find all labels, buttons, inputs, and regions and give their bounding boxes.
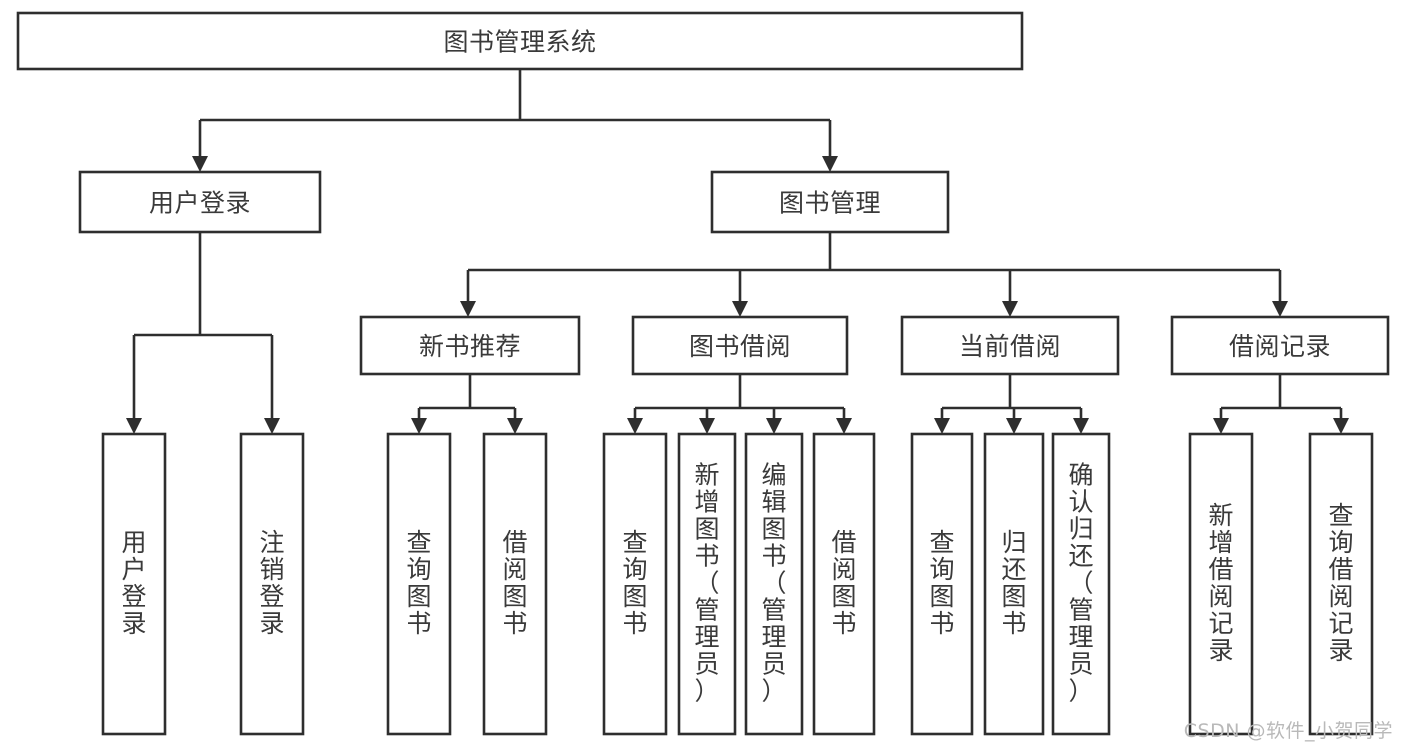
node-box[interactable] xyxy=(1170,315,1390,376)
node-box[interactable] xyxy=(602,432,668,736)
node-level3-图书借阅-1[interactable]: 图书借阅 xyxy=(631,315,849,376)
node-label: 借阅记录 xyxy=(1229,332,1331,361)
node-label: 新书推荐 xyxy=(419,332,521,361)
node-box[interactable] xyxy=(101,432,167,736)
node-label: 新增图书（管理员） xyxy=(694,461,719,706)
node-leaf-查询图书-4[interactable]: 查询图书 xyxy=(602,432,668,736)
connector-level3-group-1 xyxy=(627,374,852,434)
node-box[interactable] xyxy=(482,432,548,736)
node-box[interactable] xyxy=(910,432,974,736)
node-level3-新书推荐-0[interactable]: 新书推荐 xyxy=(359,315,581,376)
node-box[interactable] xyxy=(386,432,452,736)
node-leaf-查询借阅记录-12[interactable]: 查询借阅记录 xyxy=(1308,432,1374,736)
arrow-head-icon xyxy=(934,418,950,434)
node-box[interactable] xyxy=(359,315,581,376)
arrow-head-icon xyxy=(1073,418,1089,434)
node-label: 归还图书 xyxy=(1001,528,1026,638)
arrow-head-icon xyxy=(460,301,476,317)
node-label: 用户登录 xyxy=(121,528,146,638)
node-layer: 图书管理系统用户登录图书管理新书推荐图书借阅当前借阅借阅记录用户登录注销登录查询… xyxy=(16,11,1390,736)
arrow-head-icon xyxy=(822,156,838,172)
node-label: 图书管理系统 xyxy=(443,28,596,57)
node-box[interactable] xyxy=(1188,432,1254,736)
node-level3-借阅记录-3[interactable]: 借阅记录 xyxy=(1170,315,1390,376)
node-level2-图书管理-1[interactable]: 图书管理 xyxy=(710,170,950,234)
arrow-head-icon xyxy=(732,301,748,317)
arrow-head-icon xyxy=(1002,301,1018,317)
arrow-head-icon xyxy=(766,418,782,434)
node-level3-当前借阅-2[interactable]: 当前借阅 xyxy=(900,315,1120,376)
csdn-watermark: CSDN @软件_小贺同学 xyxy=(1183,720,1393,742)
node-leaf-注销登录-1[interactable]: 注销登录 xyxy=(239,432,305,736)
arrow-head-icon xyxy=(1333,418,1349,434)
arrow-head-icon xyxy=(627,418,643,434)
node-leaf-新增借阅记录-11[interactable]: 新增借阅记录 xyxy=(1188,432,1254,736)
node-label: 新增借阅记录 xyxy=(1208,501,1233,665)
arrow-head-icon xyxy=(264,418,280,434)
node-box[interactable] xyxy=(744,432,804,736)
node-box[interactable] xyxy=(812,432,876,736)
node-level2-用户登录-0[interactable]: 用户登录 xyxy=(78,170,322,234)
node-leaf-归还图书-9[interactable]: 归还图书 xyxy=(983,432,1045,736)
node-label: 图书借阅 xyxy=(689,332,791,361)
node-leaf-查询图书-2[interactable]: 查询图书 xyxy=(386,432,452,736)
node-leaf-查询图书-8[interactable]: 查询图书 xyxy=(910,432,974,736)
connector-level3-group-3 xyxy=(1213,374,1349,434)
connector-root-to-level2 xyxy=(192,69,838,172)
connector-book-mgmt-to-level3 xyxy=(460,232,1288,317)
node-label: 查询图书 xyxy=(406,528,431,638)
arrow-head-icon xyxy=(1272,301,1288,317)
node-box[interactable] xyxy=(16,11,1024,71)
node-box[interactable] xyxy=(710,170,950,234)
node-box[interactable] xyxy=(900,315,1120,376)
node-box[interactable] xyxy=(1051,432,1111,736)
arrow-head-icon xyxy=(507,418,523,434)
node-label: 借阅图书 xyxy=(502,528,527,638)
node-leaf-编辑图书-管理员-6[interactable]: 编辑图书（管理员） xyxy=(744,432,804,736)
node-label: 查询图书 xyxy=(929,528,954,638)
node-label: 确认归还（管理员） xyxy=(1068,461,1093,706)
arrow-head-icon xyxy=(126,418,142,434)
node-box[interactable] xyxy=(631,315,849,376)
node-box[interactable] xyxy=(983,432,1045,736)
node-leaf-借阅图书-7[interactable]: 借阅图书 xyxy=(812,432,876,736)
arrow-head-icon xyxy=(1213,418,1229,434)
node-label: 借阅图书 xyxy=(831,528,856,638)
node-label: 当前借阅 xyxy=(959,332,1061,361)
node-label: 查询图书 xyxy=(622,528,647,638)
node-label: 查询借阅记录 xyxy=(1328,501,1353,665)
node-leaf-新增图书-管理员-5[interactable]: 新增图书（管理员） xyxy=(677,432,737,736)
connector-layer xyxy=(126,69,1349,434)
arrow-head-icon xyxy=(699,418,715,434)
connector-user-login-to-leaves xyxy=(126,232,280,434)
arrow-head-icon xyxy=(411,418,427,434)
connector-level3-group-2 xyxy=(934,374,1089,434)
node-leaf-用户登录-0[interactable]: 用户登录 xyxy=(101,432,167,736)
arrow-head-icon xyxy=(192,156,208,172)
node-root-图书管理系统[interactable]: 图书管理系统 xyxy=(16,11,1024,71)
arrow-head-icon xyxy=(1006,418,1022,434)
arrow-head-icon xyxy=(836,418,852,434)
node-label: 图书管理 xyxy=(779,189,881,218)
node-box[interactable] xyxy=(78,170,322,234)
connector-level3-group-0 xyxy=(411,374,523,434)
node-leaf-借阅图书-3[interactable]: 借阅图书 xyxy=(482,432,548,736)
node-label: 注销登录 xyxy=(259,528,284,638)
node-box[interactable] xyxy=(677,432,737,736)
node-box[interactable] xyxy=(1308,432,1374,736)
node-box[interactable] xyxy=(239,432,305,736)
node-label: 用户登录 xyxy=(149,189,251,218)
node-label: 编辑图书（管理员） xyxy=(761,461,786,706)
node-leaf-确认归还-管理员-10[interactable]: 确认归还（管理员） xyxy=(1051,432,1111,736)
